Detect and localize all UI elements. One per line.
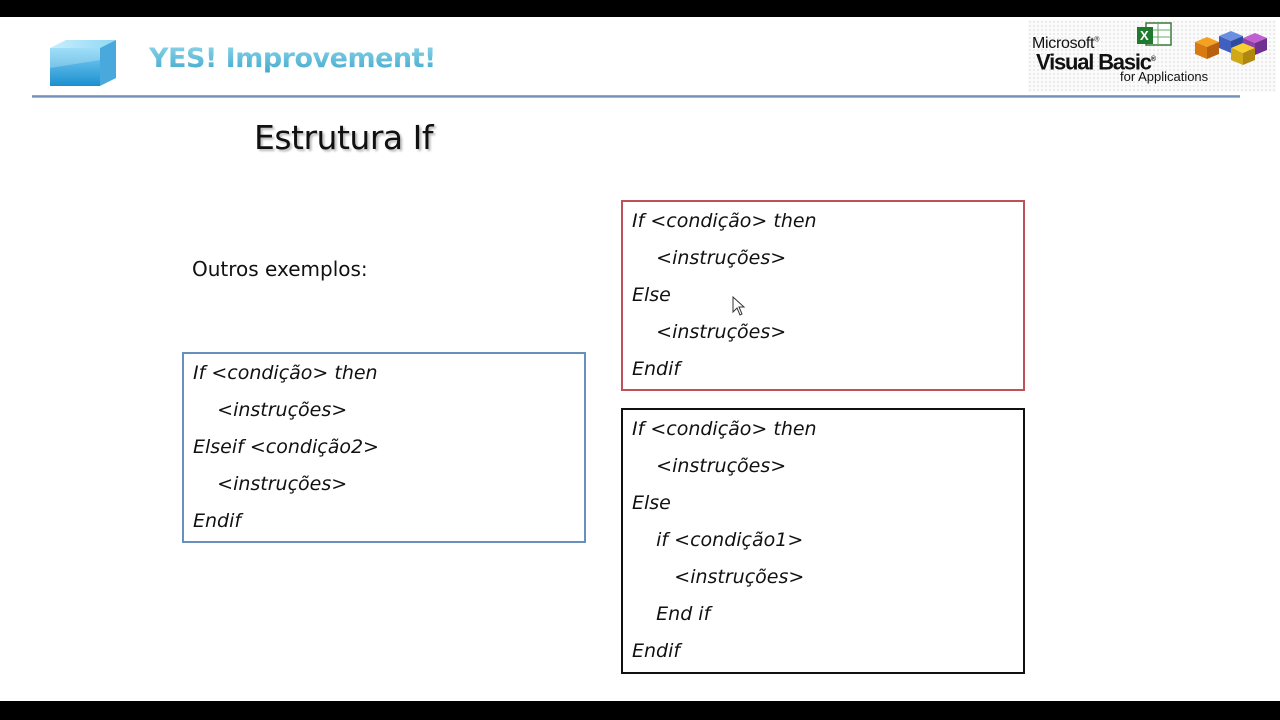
- colored-blocks-icon: [1195, 31, 1267, 65]
- code-line: <instruções>: [632, 566, 805, 588]
- code-line: Else: [632, 284, 671, 306]
- vba-logo: X Microsoft® Visual Basic® for Applicati…: [1028, 20, 1276, 92]
- code-line: <instruções>: [193, 473, 348, 495]
- code-box-elseif: If <condição> then <instruções> Elseif <…: [182, 352, 586, 543]
- vba-logo-visual-basic: Visual Basic®: [1036, 49, 1157, 75]
- presentation-slide: YES! Improvement! X: [0, 17, 1280, 701]
- code-line: <instruções>: [193, 399, 348, 421]
- code-line: Else: [632, 492, 671, 514]
- code-line: If <condição> then: [632, 210, 817, 232]
- code-box-nested-if: If <condição> then <instruções> Else if …: [621, 408, 1025, 674]
- excel-icon: X: [1137, 22, 1172, 46]
- mouse-pointer-icon: [732, 296, 746, 316]
- code-line: Endif: [193, 510, 242, 532]
- svg-text:X: X: [1140, 28, 1149, 43]
- code-line: <instruções>: [632, 455, 787, 477]
- slide-title: Estrutura If: [254, 118, 433, 157]
- vba-logo-for-applications: for Applications: [1120, 69, 1209, 84]
- code-line: If <condição> then: [193, 362, 378, 384]
- slide-subtitle: Outros exemplos:: [192, 257, 368, 281]
- code-line: if <condição1>: [632, 529, 804, 551]
- glass-cube-icon: [50, 40, 116, 86]
- code-line: Endif: [632, 640, 681, 662]
- code-line: <instruções>: [632, 247, 787, 269]
- header-divider: [32, 95, 1240, 98]
- code-line: Elseif <condição2>: [193, 436, 379, 458]
- code-line: Endif: [632, 358, 681, 380]
- vba-logo-microsoft: Microsoft®: [1032, 35, 1100, 52]
- code-line: If <condição> then: [632, 418, 817, 440]
- code-box-else: If <condição> then <instruções> Else <in…: [621, 200, 1025, 391]
- brand-title: YES! Improvement!: [149, 43, 436, 74]
- code-line: End if: [632, 603, 711, 625]
- code-line: <instruções>: [632, 321, 787, 343]
